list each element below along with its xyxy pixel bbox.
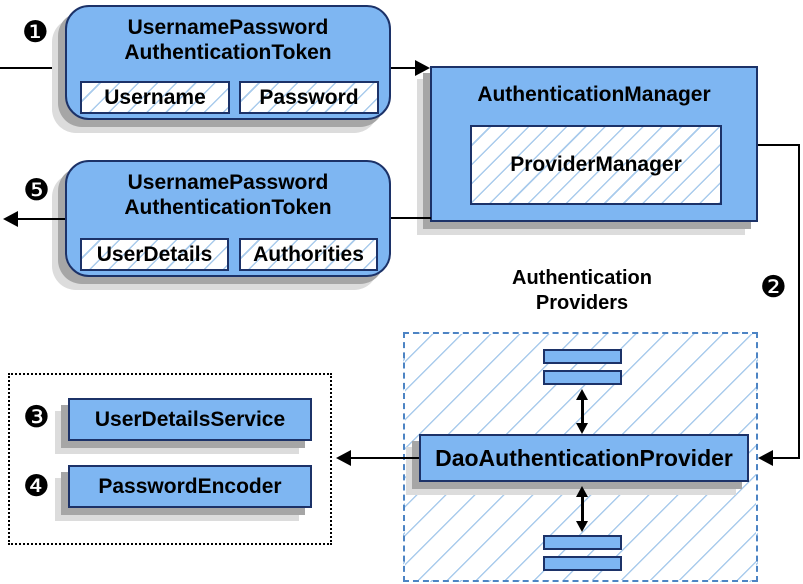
step-2-badge: ❷ (760, 270, 787, 305)
provider-bar-top-1 (543, 349, 622, 364)
authentication-manager-node: AuthenticationManager ProviderManager (430, 66, 758, 222)
authentication-providers-title-line2: Providers (535, 292, 629, 314)
response-token-node: UsernamePassword AuthenticationToken Use… (65, 160, 391, 277)
arrowhead-out (3, 211, 18, 227)
flow-line-manager-to-response (391, 217, 431, 219)
flow-line-dao-to-services (348, 457, 419, 459)
services-group-box (8, 373, 332, 545)
userdetails-field: UserDetails (80, 238, 229, 271)
provider-manager-box: ProviderManager (470, 125, 722, 205)
step-1-badge: ❶ (22, 15, 49, 50)
authentication-manager-title: AuthenticationManager (477, 83, 711, 106)
flow-line-out (15, 218, 65, 220)
flow-line-to-dao (770, 457, 800, 459)
double-arrow-shaft (580, 497, 584, 521)
password-encoder-node: PasswordEncoder (68, 465, 312, 508)
arrowhead-up-icon (576, 486, 588, 497)
dao-authentication-provider-node: DaoAuthenticationProvider (419, 434, 749, 482)
flow-line-right-vertical (798, 144, 800, 459)
flow-line-in (0, 67, 66, 69)
provider-bar-top-2 (543, 370, 622, 385)
arrowhead-up-icon (576, 389, 588, 400)
provider-bar-bottom-1 (543, 535, 622, 550)
authorities-field: Authorities (239, 238, 378, 271)
authentication-providers-title: Authentication Providers (482, 266, 682, 316)
flow-line-manager-right (758, 144, 800, 146)
authentication-providers-title-line1: Authentication (512, 267, 652, 289)
arrowhead-down-icon (576, 521, 588, 532)
request-token-node: UsernamePassword AuthenticationToken Use… (65, 5, 391, 120)
request-token-title-line2: AuthenticationToken (124, 41, 332, 64)
response-token-title-line2: AuthenticationToken (124, 196, 332, 219)
step-4-badge: ❹ (23, 469, 50, 504)
double-arrow-shaft (580, 400, 584, 423)
step-5-badge: ❺ (23, 173, 50, 208)
step-3-badge: ❸ (23, 400, 50, 435)
password-field: Password (239, 81, 379, 114)
arrowhead-down-icon (576, 423, 588, 434)
flow-line-token-to-manager (391, 67, 418, 69)
request-token-title: UsernamePassword AuthenticationToken (67, 7, 389, 65)
double-arrow-top (574, 389, 590, 434)
user-details-service-node: UserDetailsService (68, 398, 312, 441)
request-token-title-line1: UsernamePassword (127, 16, 329, 39)
arrowhead-to-dao (758, 450, 773, 466)
provider-bar-bottom-2 (543, 556, 622, 571)
arrowhead-to-manager (415, 60, 430, 76)
response-token-title: UsernamePassword AuthenticationToken (67, 162, 389, 220)
username-field: Username (80, 81, 230, 114)
arrowhead-to-services (336, 450, 351, 466)
response-token-title-line1: UsernamePassword (127, 171, 329, 194)
double-arrow-bottom (574, 486, 590, 532)
